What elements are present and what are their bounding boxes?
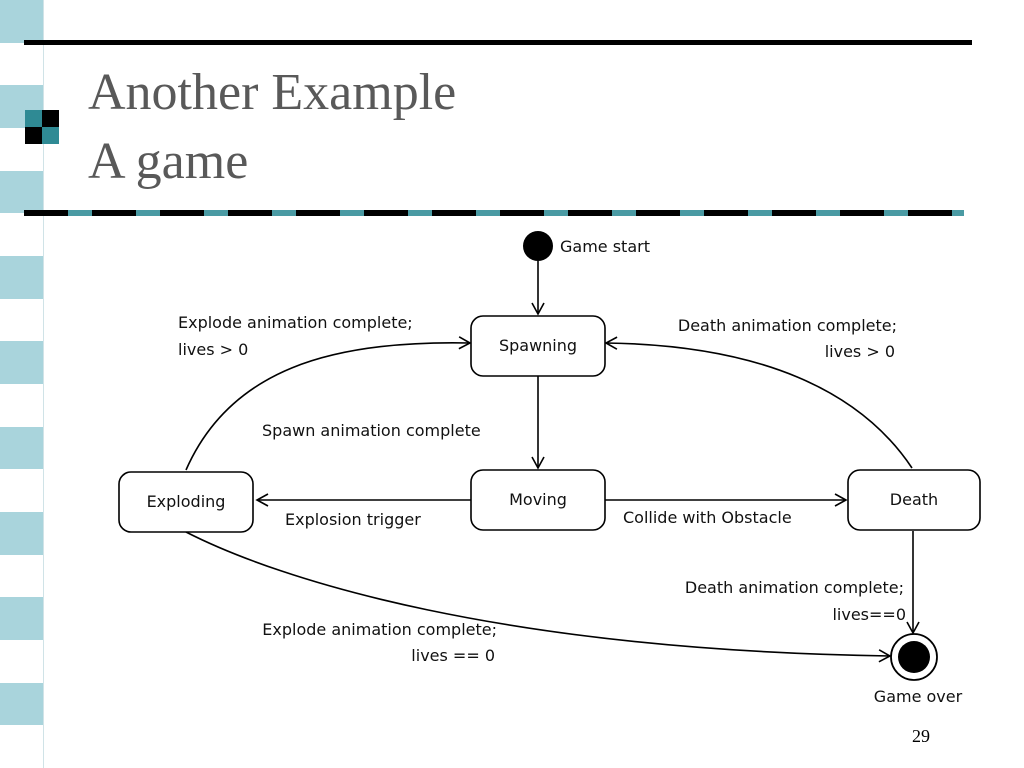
exploding-to-spawning-arrow [185, 336, 472, 471]
death-to-spawning-arrow [604, 336, 913, 469]
strip-cell [0, 256, 44, 299]
strip-cell [0, 512, 44, 555]
collide-label: Collide with Obstacle [623, 508, 792, 527]
state-moving-label: Moving [509, 490, 567, 509]
death-to-end-label-2: lives==0 [832, 605, 906, 624]
state-exploding [118, 471, 254, 533]
slide-title: Another Example A game [88, 58, 456, 196]
start-label: Game start [560, 237, 650, 256]
strip-cell [0, 682, 44, 726]
exploding-to-final-arrow [185, 531, 892, 663]
state-death [847, 469, 981, 531]
explode-to-end-label-2: lives == 0 [411, 646, 495, 665]
death-to-spawn-label-1: Death animation complete; [678, 316, 897, 335]
final-state-node [898, 641, 930, 673]
explode-to-spawn-label-1: Explode animation complete; [178, 313, 413, 332]
state-spawning-label: Spawning [499, 336, 577, 355]
title-bullet-icon [25, 110, 59, 144]
strip-divider [43, 0, 44, 768]
initial-state-node [523, 231, 553, 261]
strip-cell [0, 0, 44, 43]
strip-cell [0, 341, 44, 384]
slide-title-line-2: A game [88, 133, 249, 190]
explode-to-spawn-label-2: lives > 0 [178, 340, 248, 359]
slide-title-line-1: Another Example [88, 64, 457, 121]
state-death-label: Death [890, 490, 938, 509]
explosion-trigger-label: Explosion trigger [285, 510, 421, 529]
state-exploding-label: Exploding [147, 492, 226, 511]
strip-cell [0, 170, 44, 214]
page-number: 29 [912, 726, 930, 746]
strip-cell [0, 597, 44, 640]
death-to-spawn-label-2: lives > 0 [825, 342, 895, 361]
explode-to-end-label-1: Explode animation complete; [262, 620, 497, 639]
state-moving [470, 469, 606, 531]
strip-cell [0, 426, 44, 470]
title-bottom-rule [24, 210, 964, 216]
state-spawning [470, 315, 606, 377]
death-to-end-label-1: Death animation complete; [685, 578, 904, 597]
end-label: Game over [874, 687, 963, 706]
spawn-complete-label: Spawn animation complete [262, 421, 481, 440]
title-top-rule [24, 40, 972, 45]
